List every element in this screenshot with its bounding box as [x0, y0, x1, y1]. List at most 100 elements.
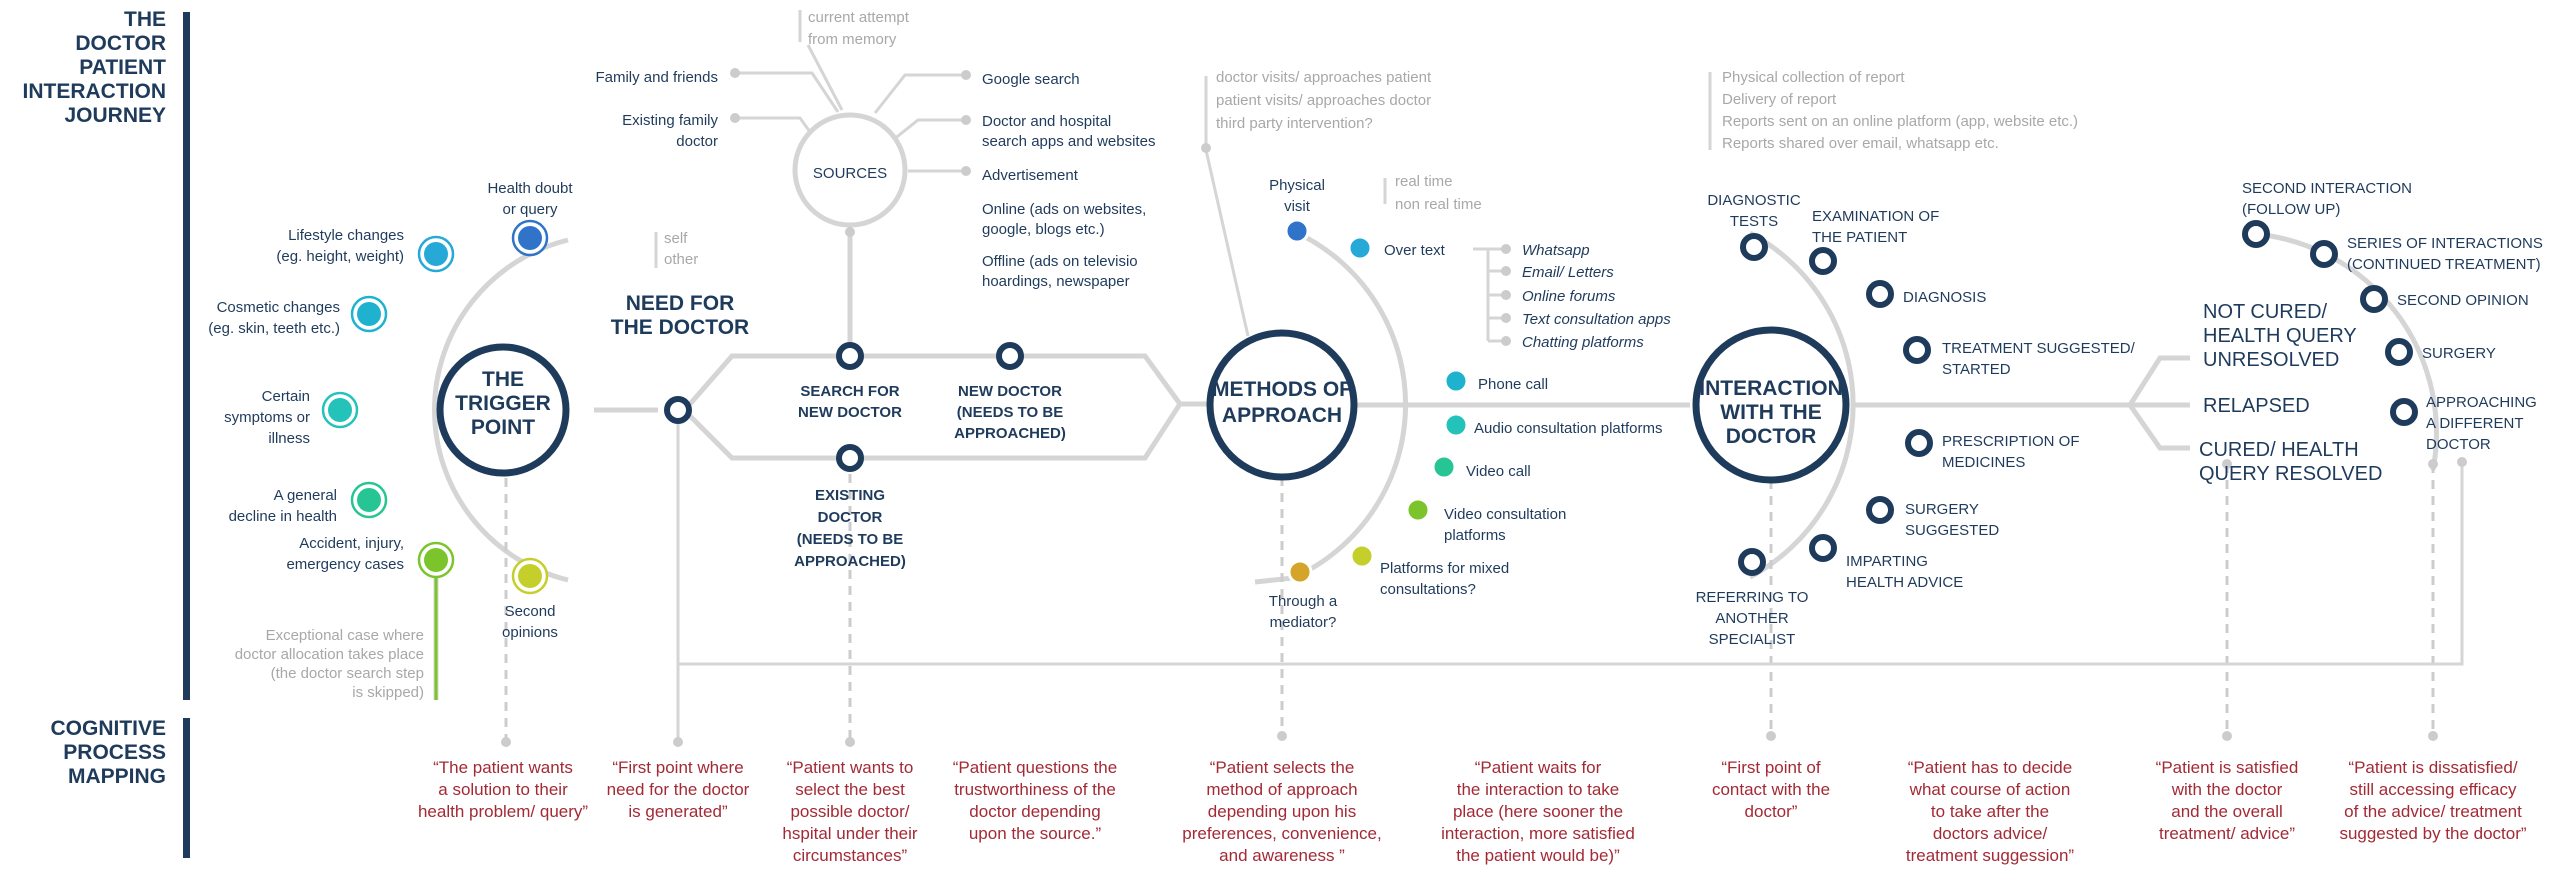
- page-title-line: THE: [124, 8, 166, 31]
- text-channel-tip-2: [1501, 290, 1511, 300]
- trigger-hub: [436, 343, 570, 477]
- src-right-4-line: Offline (ads on televisio: [982, 253, 1138, 270]
- outcome-relapsed-line: RELAPSED: [2203, 395, 2310, 417]
- method-label-5-line: Video consultation: [1444, 506, 1566, 523]
- quote-4-line: method of approach: [1206, 780, 1357, 799]
- interaction-label-2-line: DIAGNOSIS: [1903, 289, 1986, 306]
- cured-start-dot: [2222, 459, 2232, 469]
- src-right-2: Advertisement: [982, 167, 1079, 184]
- quote-8-line: and the overall: [2171, 802, 2283, 821]
- new-doctor-ring: [996, 342, 1024, 370]
- trigger-title-line: TRIGGER: [455, 392, 551, 415]
- quote-9-line: suggested by the doctor”: [2339, 824, 2526, 843]
- quote-0-line: health problem/ query”: [418, 802, 588, 821]
- new-doctor-label-line: NEW DOCTOR: [958, 383, 1062, 400]
- methods-hub: [1206, 329, 1358, 481]
- trigger-label-6: Second opinions: [502, 603, 558, 641]
- src-right-3: Online (ads on websites, google, blogs et…: [982, 201, 1146, 238]
- exception-note-line: (the doctor search step: [271, 665, 424, 682]
- quote-9-line: of the advice/ treatment: [2344, 802, 2522, 821]
- src-right-3-line: Online (ads on websites,: [982, 201, 1146, 218]
- quote-5-line: “Patient waits for: [1475, 758, 1602, 777]
- trigger-label-6-line: Second: [505, 603, 556, 620]
- trigger-label-0-line: or query: [502, 201, 558, 218]
- trigger-label-3-line: Certain: [262, 388, 310, 405]
- src-right-tip-2: [961, 115, 971, 125]
- method-dot-4: [1431, 454, 1457, 480]
- interaction-label-7-line: ANOTHER: [1715, 610, 1789, 627]
- cognitive-title-line: MAPPING: [68, 765, 166, 788]
- outcome-cured-line: CURED/ HEALTH: [2199, 439, 2359, 461]
- exception-note-line: doctor allocation takes place: [235, 646, 424, 663]
- method-dot-2: [1443, 368, 1469, 394]
- followup-ring-4: [2390, 398, 2418, 426]
- src-family-doctor-line: doctor: [676, 133, 718, 150]
- followup-label-3-line: SURGERY: [2422, 345, 2496, 362]
- trigger-label-2-line: Cosmetic changes: [217, 299, 340, 316]
- interaction-ring-1: [1809, 247, 1837, 275]
- quote-7-line: what course of action: [1909, 780, 2071, 799]
- outcome-branch-2: [2127, 403, 2190, 451]
- quote-7-line: treatment suggession”: [1906, 846, 2075, 865]
- quote-5-line: the interaction to take: [1457, 780, 1620, 799]
- method-dot-1: [1347, 235, 1373, 261]
- quote-2-line: select the best: [795, 780, 905, 799]
- src-family: Family and friends: [595, 69, 718, 86]
- trigger-dot-4: [357, 488, 381, 512]
- quote-2-line: hspital under their: [782, 824, 917, 843]
- followup-label-0-line: (FOLLOW UP): [2242, 201, 2340, 218]
- trigger-label-6-line: opinions: [502, 624, 558, 641]
- followup-label-2: SECOND OPINION: [2397, 292, 2529, 309]
- interaction-ring-7: [1738, 548, 1766, 576]
- interaction-label-4-line: PRESCRIPTION OF: [1942, 433, 2080, 450]
- quote-8-line: with the doctor: [2171, 780, 2283, 799]
- trigger-label-5: Accident, injury,emergency cases: [286, 535, 404, 573]
- method-dot-0: [1284, 218, 1310, 244]
- followup-label-0: SECOND INTERACTION(FOLLOW UP): [2242, 180, 2412, 218]
- outcome-branch-0: [2127, 355, 2190, 407]
- method-label-3: Audio consultation platforms: [1474, 420, 1662, 437]
- quote-8-line: treatment/ advice”: [2159, 824, 2295, 843]
- report-note-line: Reports sent on an online platform (app,…: [1722, 113, 2078, 130]
- report-note-line: Physical collection of report: [1722, 69, 1905, 86]
- src-right-3-line: google, blogs etc.): [982, 221, 1105, 238]
- trigger-dot-3: [328, 398, 352, 422]
- existing-ring: [836, 444, 864, 472]
- visits-tip: [1201, 143, 1211, 153]
- interaction-title-line: WITH THE: [1720, 401, 1821, 424]
- interaction-label-3-line: TREATMENT SUGGESTED/: [1942, 340, 2136, 357]
- interaction-ring-5: [1866, 496, 1894, 524]
- existing-label-line: EXISTING: [815, 487, 885, 504]
- followup-label-2-line: SECOND OPINION: [2397, 292, 2529, 309]
- interaction-ring-3: [1903, 336, 1931, 364]
- interaction-end-dot: [1766, 731, 1776, 741]
- src-right-2-line: Advertisement: [982, 167, 1079, 184]
- quote-2-line: circumstances”: [793, 846, 908, 865]
- trigger-label-0-line: Health doubt: [487, 180, 573, 197]
- connector-lines: [183, 10, 2464, 858]
- interaction-label-2: DIAGNOSIS: [1903, 289, 1986, 306]
- outcome-not-cured-line: UNRESOLVED: [2203, 349, 2339, 371]
- text-channel-2: Online forums: [1522, 288, 1616, 305]
- interaction-title-line: INTERACTION: [1699, 377, 1843, 400]
- method-label-0-line: Physical: [1269, 177, 1325, 194]
- quote-6-line: contact with the: [1712, 780, 1830, 799]
- self-other-line: self: [664, 230, 688, 247]
- quote-1-line: is generated”: [628, 802, 728, 821]
